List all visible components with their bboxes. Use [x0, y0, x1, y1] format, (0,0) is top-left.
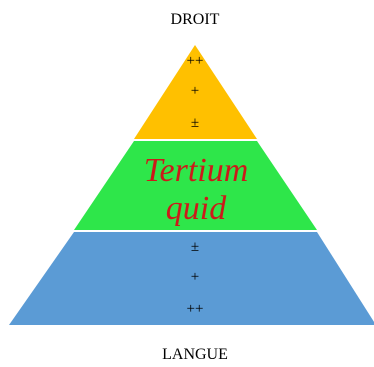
top-tier-sign-3: ± [191, 115, 199, 131]
bottom-label: LANGUE [162, 346, 228, 363]
pyramid-tier-top [134, 45, 257, 139]
top-tier-sign-2: + [191, 83, 199, 99]
top-label: DROIT [171, 11, 220, 28]
pyramid-tier-bottom [9, 232, 374, 325]
pyramid-tier-middle [74, 141, 317, 230]
top-tier-sign-1: ++ [187, 53, 204, 69]
bottom-tier-sign-1: ± [191, 239, 199, 255]
bottom-tier-sign-2: + [191, 269, 199, 285]
quid-label: quid [166, 190, 227, 227]
bottom-tier-sign-3: ++ [187, 301, 204, 317]
tertium-label: Tertium [144, 152, 249, 189]
